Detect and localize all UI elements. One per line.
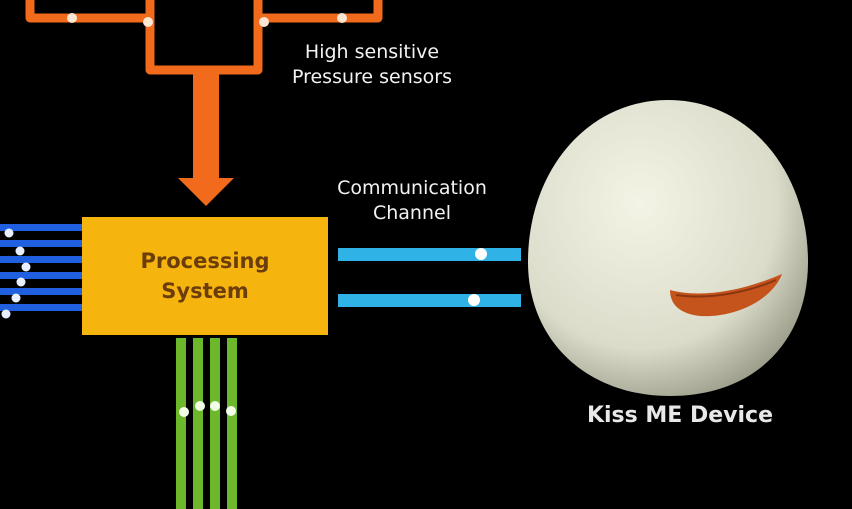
output-lines xyxy=(176,338,237,509)
communication-channel-label: Communication Channel xyxy=(302,176,522,225)
device-label: Kiss ME Device xyxy=(560,402,800,431)
kiss-me-device xyxy=(528,100,808,396)
processing-label-line1: Processing xyxy=(140,246,269,276)
processing-system-label: Processing System xyxy=(140,246,269,307)
sensor-label-line2: Pressure sensors xyxy=(262,65,482,90)
processing-label-line2: System xyxy=(140,276,269,306)
sensor-to-processing-arrow xyxy=(178,70,234,206)
processing-system-box: Processing System xyxy=(82,217,328,335)
channel-label-line2: Channel xyxy=(302,201,522,226)
communication-channel-lines xyxy=(338,248,521,307)
sensor-label-line1: High sensitive xyxy=(262,40,482,65)
channel-label-line1: Communication xyxy=(302,176,522,201)
pressure-sensors-label: High sensitive Pressure sensors xyxy=(262,40,482,89)
